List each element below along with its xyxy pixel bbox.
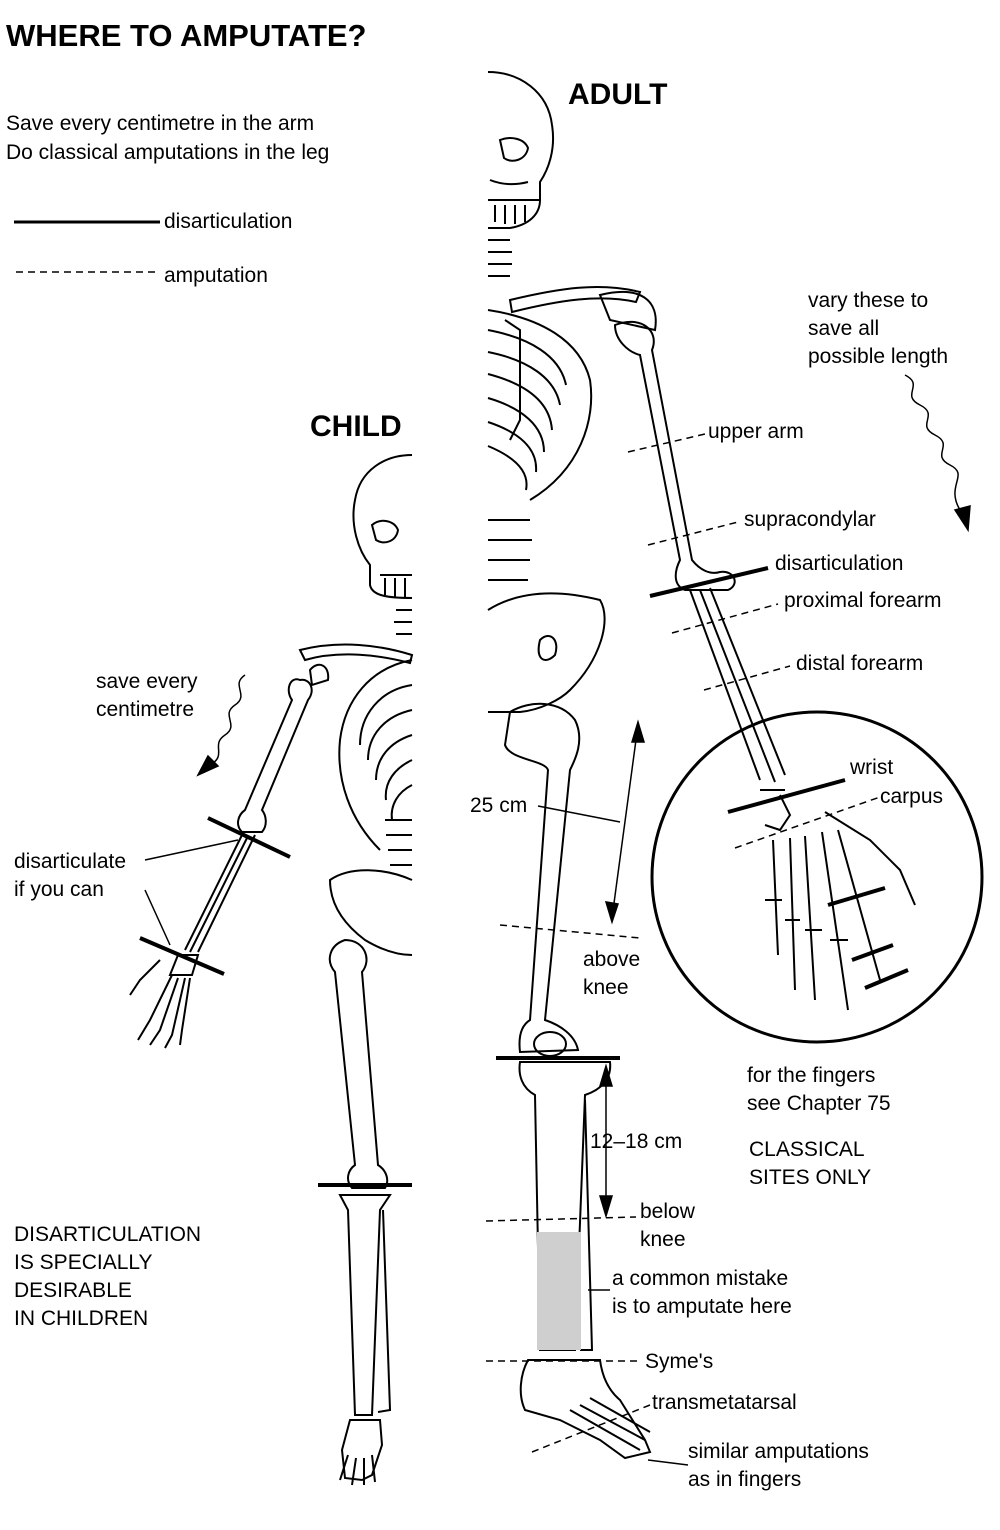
label-symes: Syme's [645, 1350, 714, 1373]
intro-line-2: Do classical amputations in the leg [6, 141, 330, 164]
annotation-leaders [144, 374, 971, 1466]
label-distal-forearm: distal forearm [796, 652, 924, 675]
label-fingers-note: for the fingers see Chapter 75 [747, 1064, 891, 1115]
stippled-region [537, 1232, 581, 1350]
child-heading: CHILD [310, 410, 402, 443]
label-wrist: wrist [850, 756, 894, 779]
label-disarticulation: disarticulation [775, 552, 904, 575]
label-vary: vary these to save all possible length [808, 289, 949, 368]
label-disarticulation-children: DISARTICULATION IS SPECIALLY DESIRABLE I… [14, 1223, 202, 1330]
label-25cm: 25 cm [470, 794, 528, 817]
label-proximal-forearm: proximal forearm [784, 589, 942, 612]
adult-heading: ADULT [568, 78, 668, 111]
label-upper-arm: upper arm [708, 420, 804, 443]
page-title: WHERE TO AMPUTATE? [6, 18, 367, 53]
child-skeleton [129, 454, 414, 1486]
intro-line-1: Save every centimetre in the arm [6, 112, 315, 135]
adult-skeleton [487, 71, 984, 1460]
label-transmetatarsal: transmetatarsal [652, 1391, 797, 1414]
label-similar-amputations: similar amputations as in fingers [688, 1440, 869, 1491]
label-below-knee: below knee [640, 1200, 695, 1251]
label-save-every-centimetre: save every centimetre [96, 670, 198, 721]
label-supracondylar: supracondylar [744, 508, 876, 531]
label-disarticulate: disarticulate if you can [14, 850, 127, 901]
adult-cut-lines [485, 433, 909, 1453]
label-classical-sites: CLASSICAL SITES ONLY [749, 1138, 872, 1189]
label-carpus: carpus [880, 785, 944, 808]
label-above-knee: above knee [583, 948, 641, 999]
label-common-mistake: a common mistake is to amputate here [612, 1267, 792, 1318]
label-12-18cm: 12–18 cm [590, 1130, 683, 1153]
legend-solid-label: disarticulation [164, 210, 293, 233]
legend-dashed-label: amputation [164, 264, 268, 287]
child-cut-lines [139, 816, 412, 1187]
